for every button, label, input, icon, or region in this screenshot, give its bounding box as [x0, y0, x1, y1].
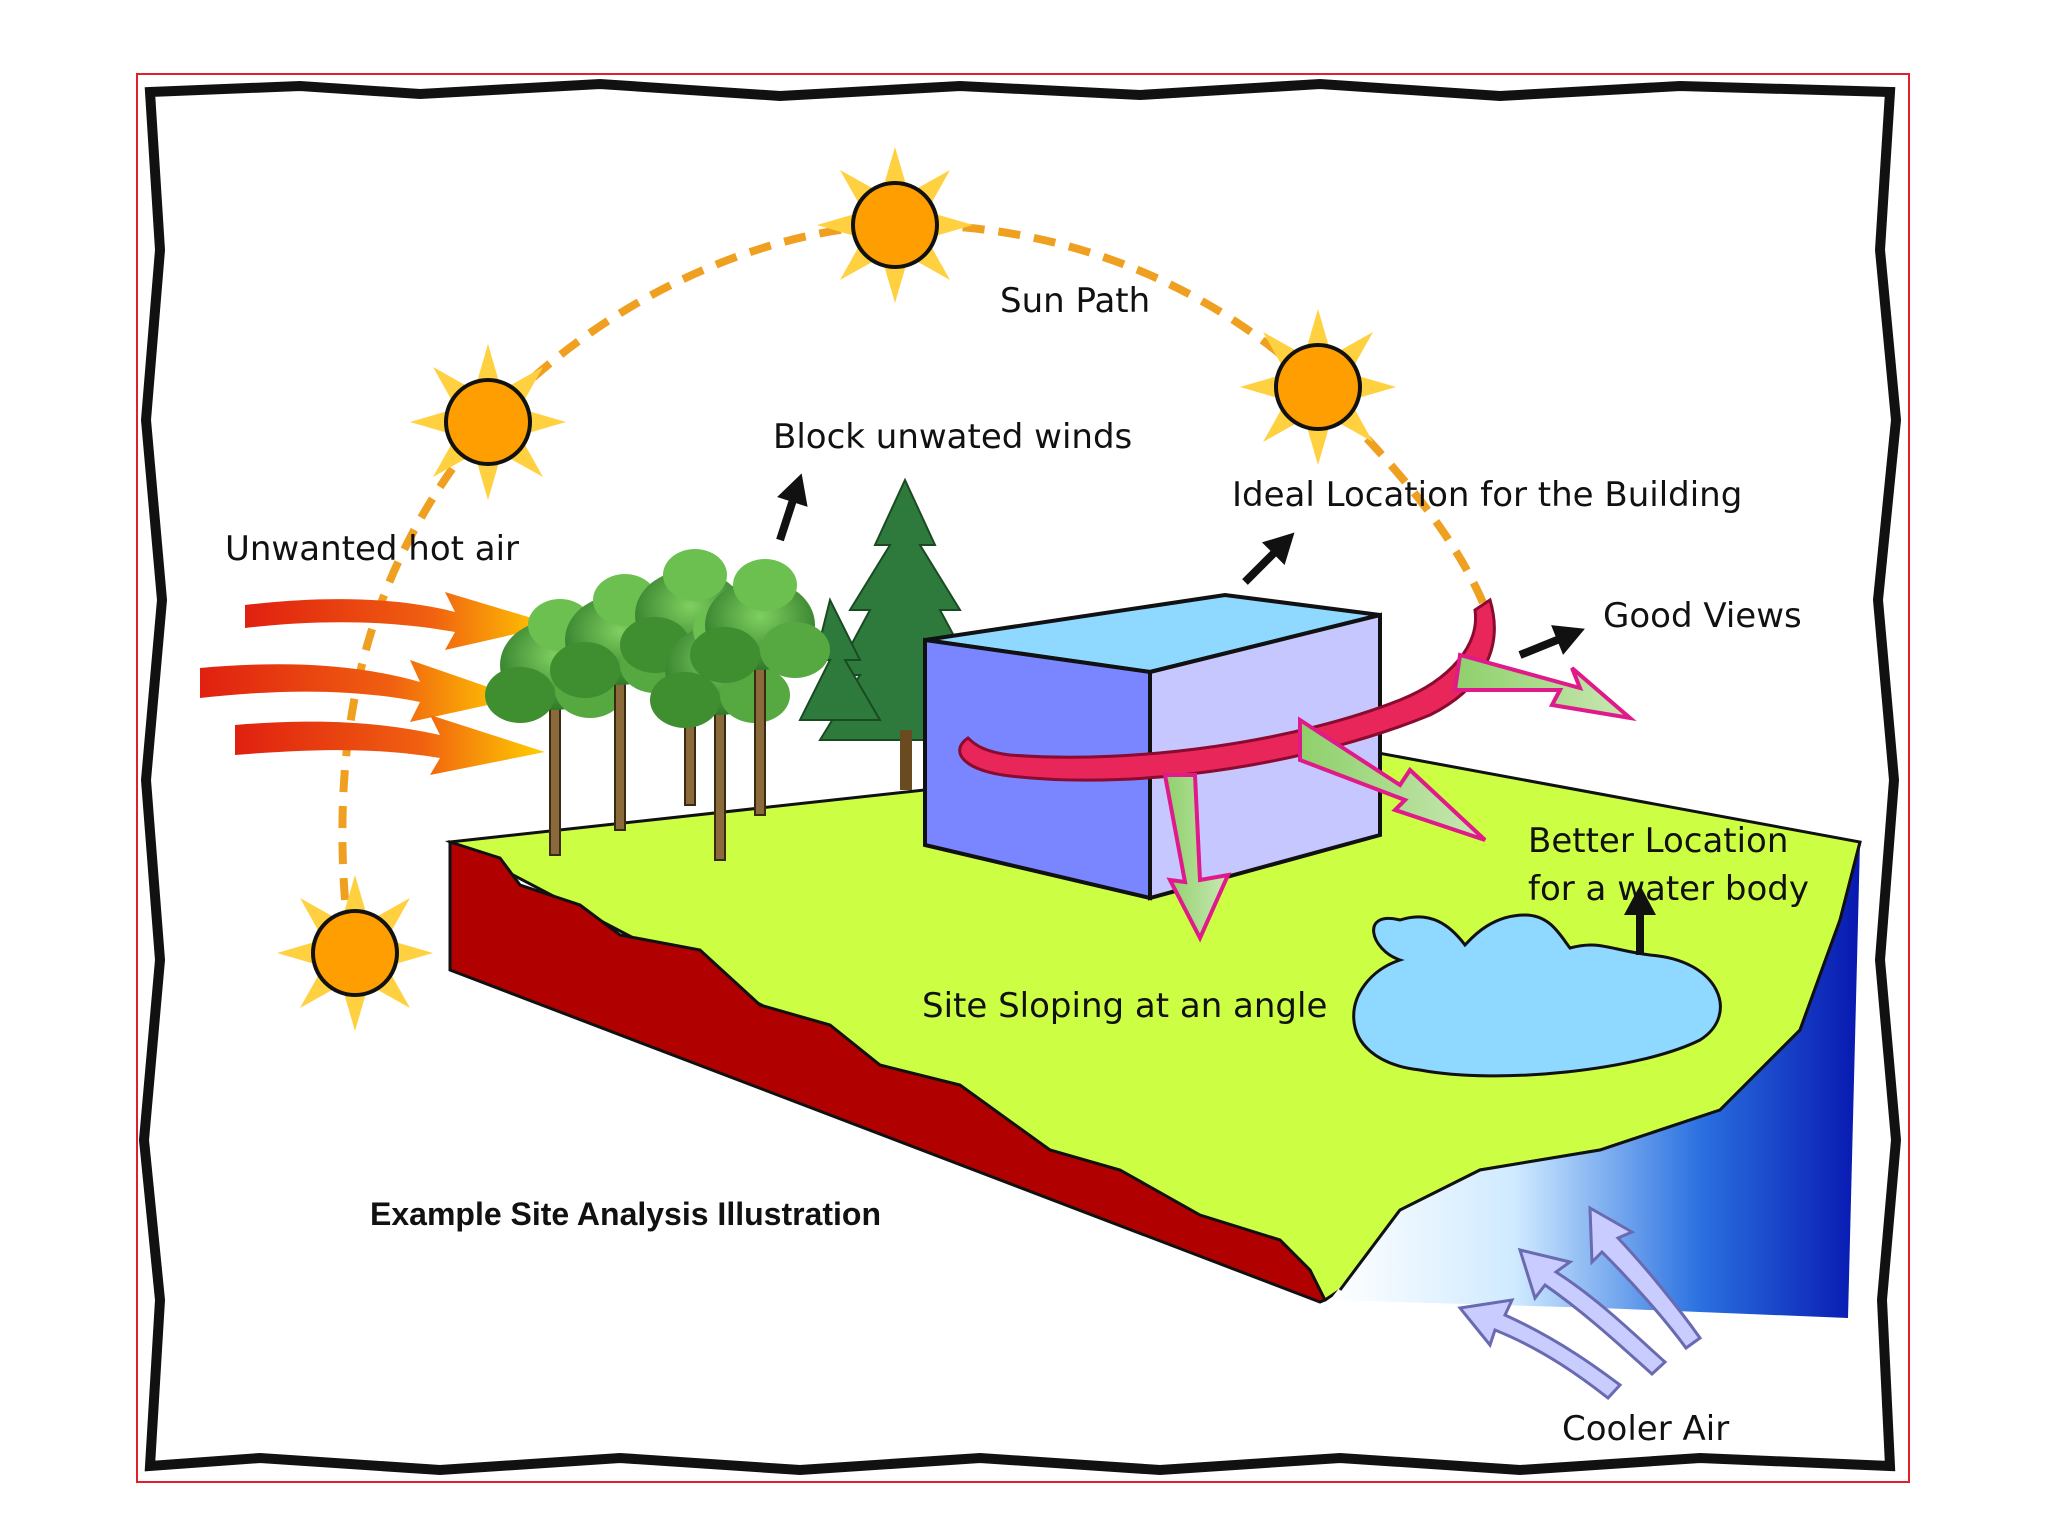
label-block-winds: Block unwated winds — [773, 417, 1132, 457]
arrow-icon — [1514, 614, 1591, 670]
frame — [136, 73, 1910, 1483]
label-ideal-location: Ideal Location for the Building — [1232, 475, 1742, 515]
sun-icon — [815, 145, 975, 305]
label-good-views: Good Views — [1603, 596, 1802, 636]
water-body — [1352, 913, 1722, 1078]
arrow-icon — [1234, 521, 1306, 593]
sea — [1330, 841, 1862, 1318]
label-unwanted-hot-air: Unwanted hot air — [225, 529, 519, 569]
label-site-sloping: Site Sloping at an angle — [922, 986, 1327, 1026]
arrow-icon — [765, 468, 817, 544]
sun-icon — [275, 873, 435, 1033]
label-sun-path: Sun Path — [1000, 281, 1150, 321]
label-water-body-1: Better Location — [1528, 821, 1788, 861]
sun-icon — [1238, 307, 1398, 467]
caption: Example Site Analysis Illustration — [370, 1196, 881, 1232]
hot-air-arrows — [200, 592, 555, 775]
view-arrows — [1162, 652, 1637, 943]
sun-icon — [408, 342, 568, 502]
label-cooler-air: Cooler Air — [1562, 1409, 1729, 1449]
wind-ribbon — [958, 597, 1496, 782]
cooler-air-arrows — [1457, 1205, 1703, 1401]
label-water-body-2: for a water body — [1528, 869, 1809, 909]
